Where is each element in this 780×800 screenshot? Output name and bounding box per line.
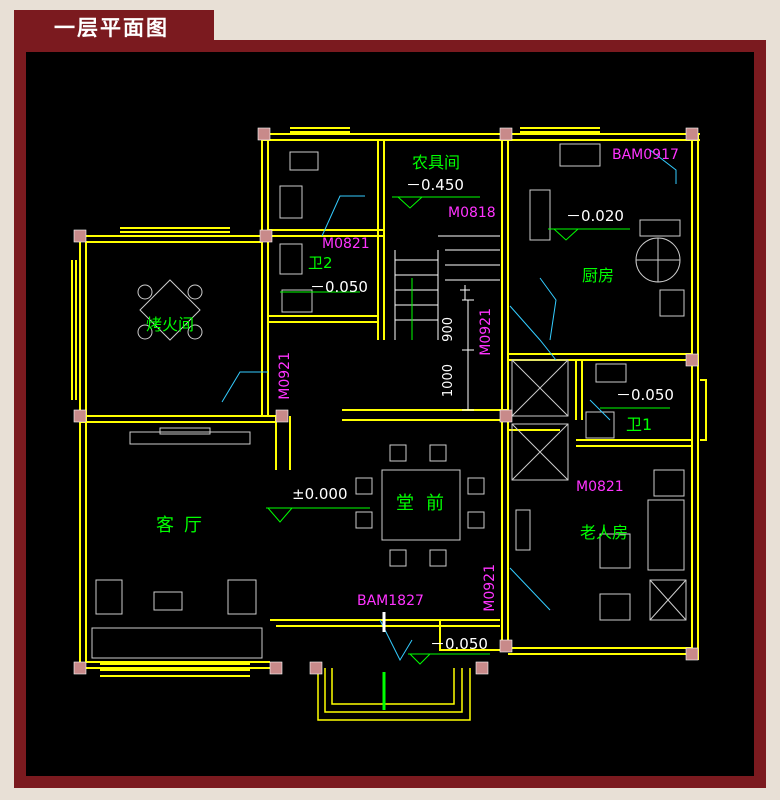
room-label-tangqian: 堂前 xyxy=(396,493,456,514)
room-label-keting: 客厅 xyxy=(156,515,212,536)
door-swings xyxy=(221,149,677,662)
room-label-wei1: 卫1 xyxy=(626,415,653,434)
entry-steps xyxy=(317,668,471,721)
stairs xyxy=(394,235,500,340)
dimension-label-1000: 1000 xyxy=(441,364,456,398)
level-label-wei2: －0.050 xyxy=(310,278,368,296)
floor-plan-drawing xyxy=(71,127,707,721)
dimension-label-900: 900 xyxy=(441,317,456,342)
level-markers xyxy=(266,196,670,665)
door-label-m0818: M0818 xyxy=(448,205,496,221)
room-label-chufang: 厨房 xyxy=(582,266,615,285)
walls xyxy=(71,127,707,677)
door-label-m0821-wei2: M0821 xyxy=(322,236,370,252)
level-label-wei1: －0.050 xyxy=(616,386,674,404)
door-label-m0921-stair: M0921 xyxy=(478,308,494,356)
level-label-tangqian: ±0.000 xyxy=(292,485,348,503)
room-label-nongjujian: 农具间 xyxy=(412,153,461,172)
door-label-m0821-laoren: M0821 xyxy=(576,479,624,495)
room-label-wei2: 卫2 xyxy=(308,254,333,272)
door-label-bam1827: BAM1827 xyxy=(357,593,424,609)
dimension-line xyxy=(462,299,474,411)
level-label-nongjujian: －0.450 xyxy=(406,176,464,194)
fixtures xyxy=(91,143,687,659)
columns xyxy=(73,127,699,675)
page-title: 一层平面图 xyxy=(54,16,169,40)
room-label-laorenfang: 老人房 xyxy=(580,523,629,542)
floor-plan-canvas: 农具间 卫2 烤火间 厨房 堂前 客厅 卫1 老人房 BAM0917 M0818… xyxy=(26,52,754,776)
title-tab xyxy=(14,10,214,46)
door-label-m0921-kaohuo: M0921 xyxy=(277,352,293,400)
level-label-entry: －0.050 xyxy=(430,635,488,653)
room-label-kaohuojian: 烤火间 xyxy=(146,315,195,334)
level-label-chufang: －0.020 xyxy=(566,207,624,225)
door-label-bam0917: BAM0917 xyxy=(612,147,679,163)
door-label-m0921-tangqian: M0921 xyxy=(482,564,498,612)
